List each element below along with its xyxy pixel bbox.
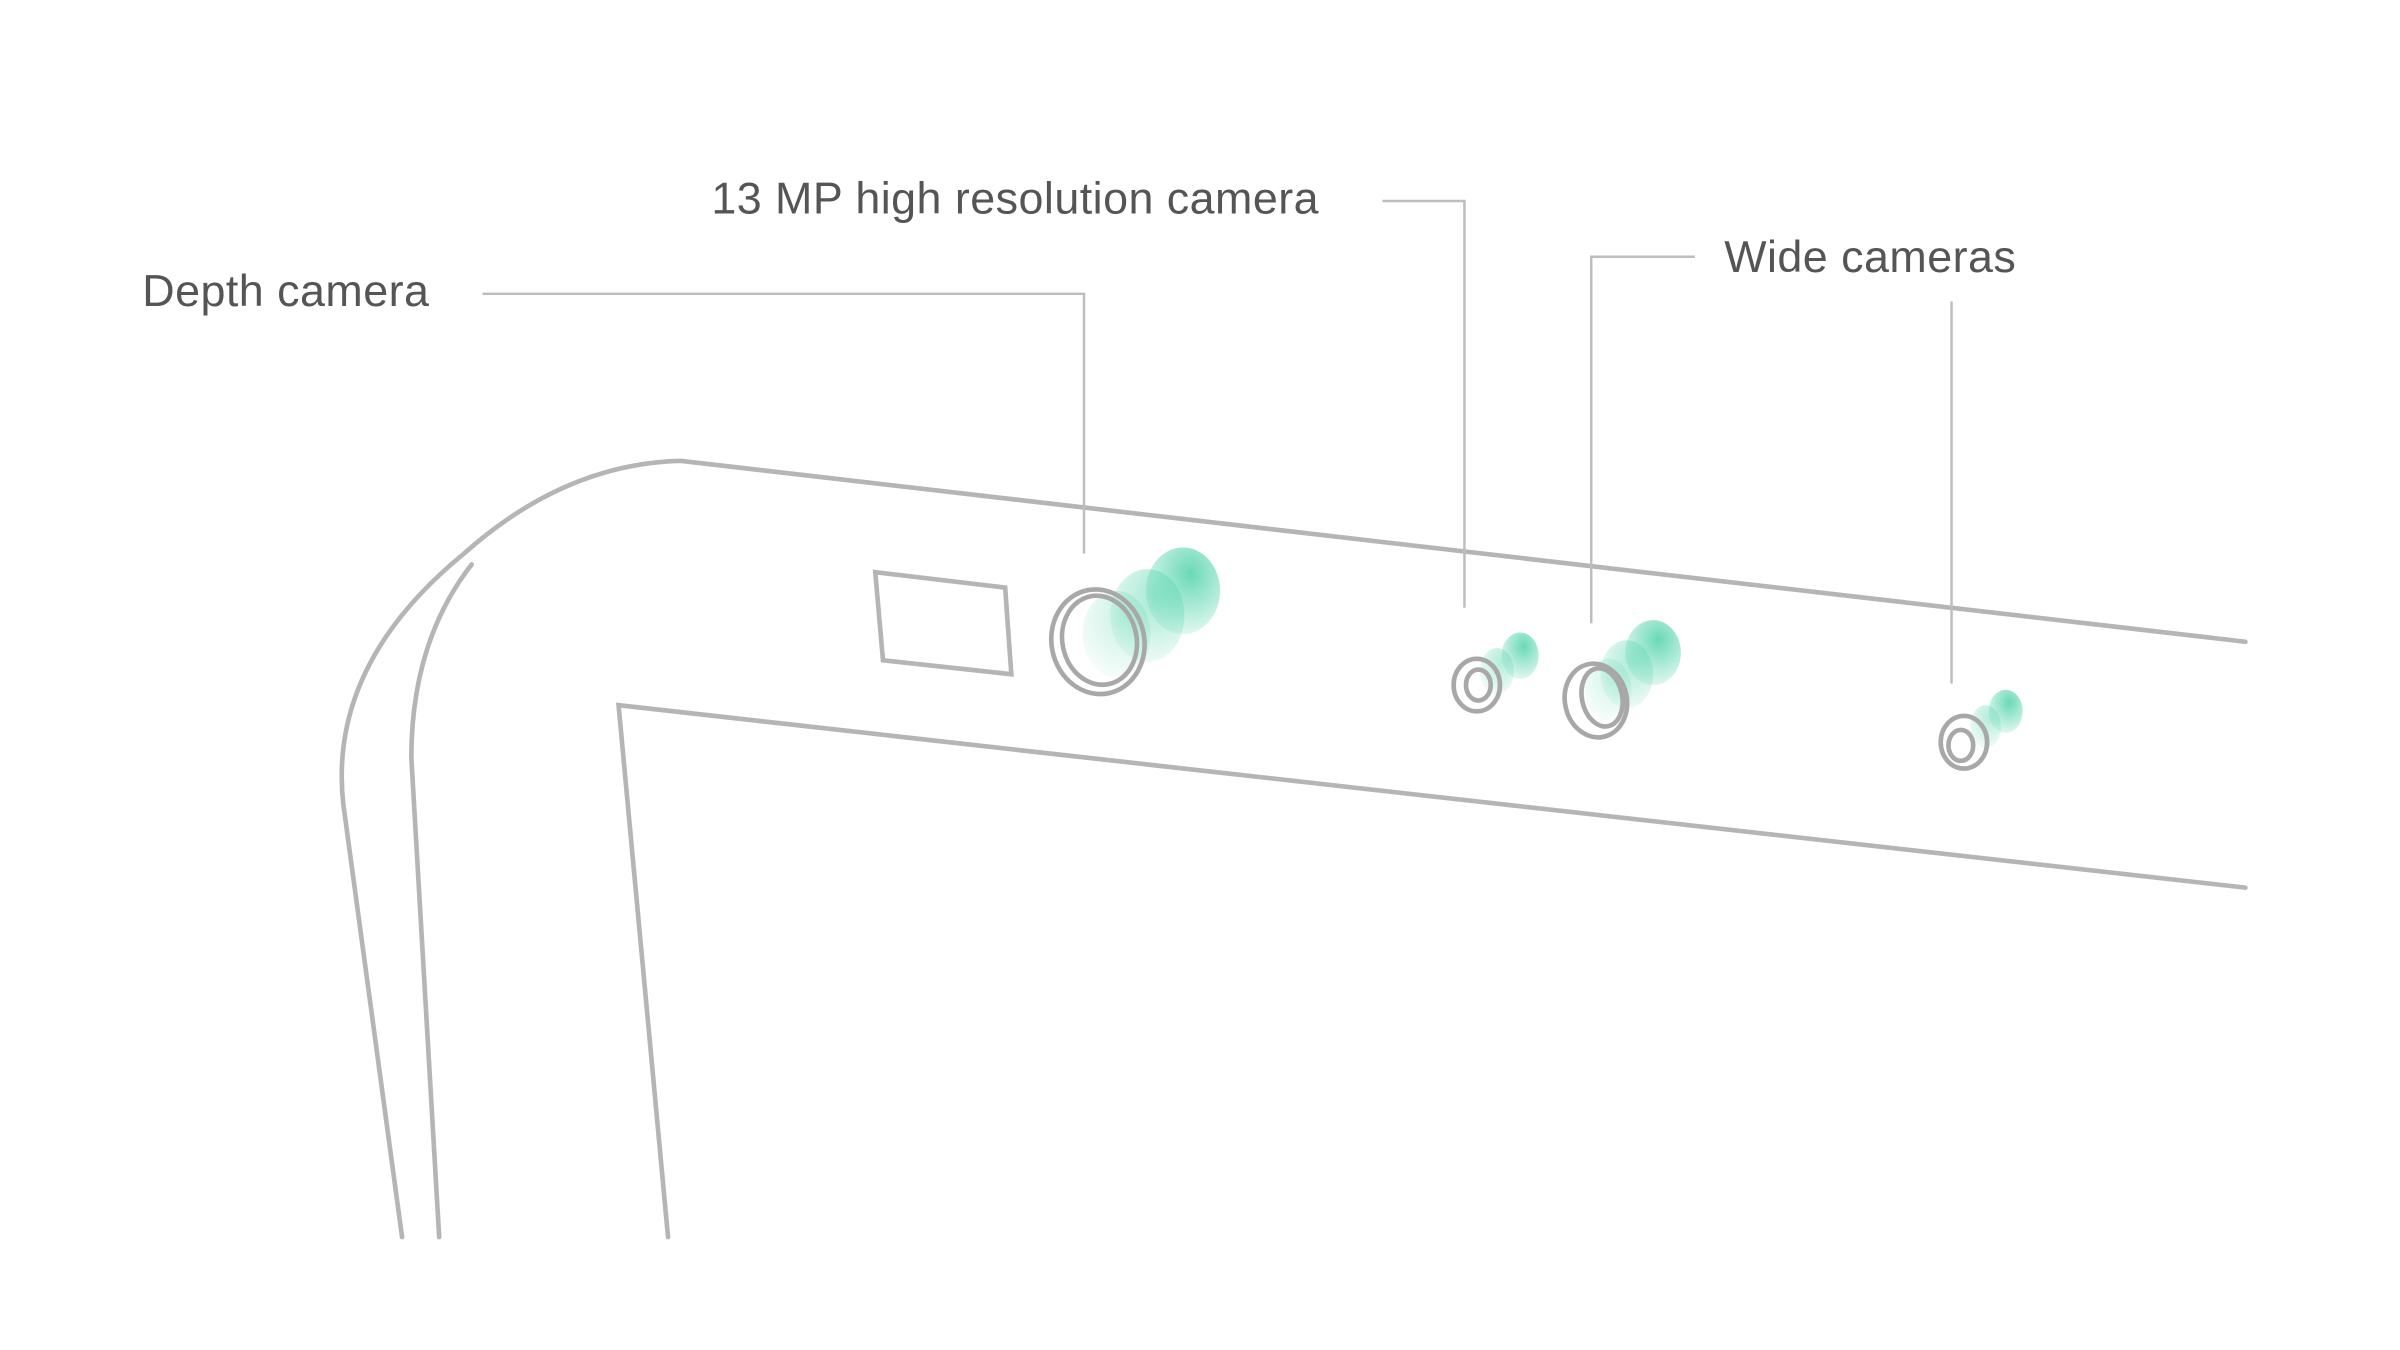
wide-leader-line-1 (1590, 255, 1695, 624)
depth-camera-label: Depth camera (142, 265, 429, 316)
wide-camera-lens-1 (1562, 620, 1681, 740)
wide-camera-lens-2 (1938, 689, 2023, 771)
high-res-leader-line (1382, 199, 1466, 608)
depth-camera-lens (1048, 547, 1221, 697)
depth-leader-line (482, 292, 1086, 554)
sensor-window (872, 569, 1014, 677)
device-outer-edge (339, 458, 2248, 1240)
high-res-camera-label: 13 MP high resolution camera (711, 172, 1319, 223)
wide-cameras-label: Wide cameras (1724, 231, 2016, 282)
device-inner-edge (409, 562, 474, 1240)
screen-edge (615, 702, 2248, 1240)
high-res-camera-lens (1451, 632, 1539, 714)
